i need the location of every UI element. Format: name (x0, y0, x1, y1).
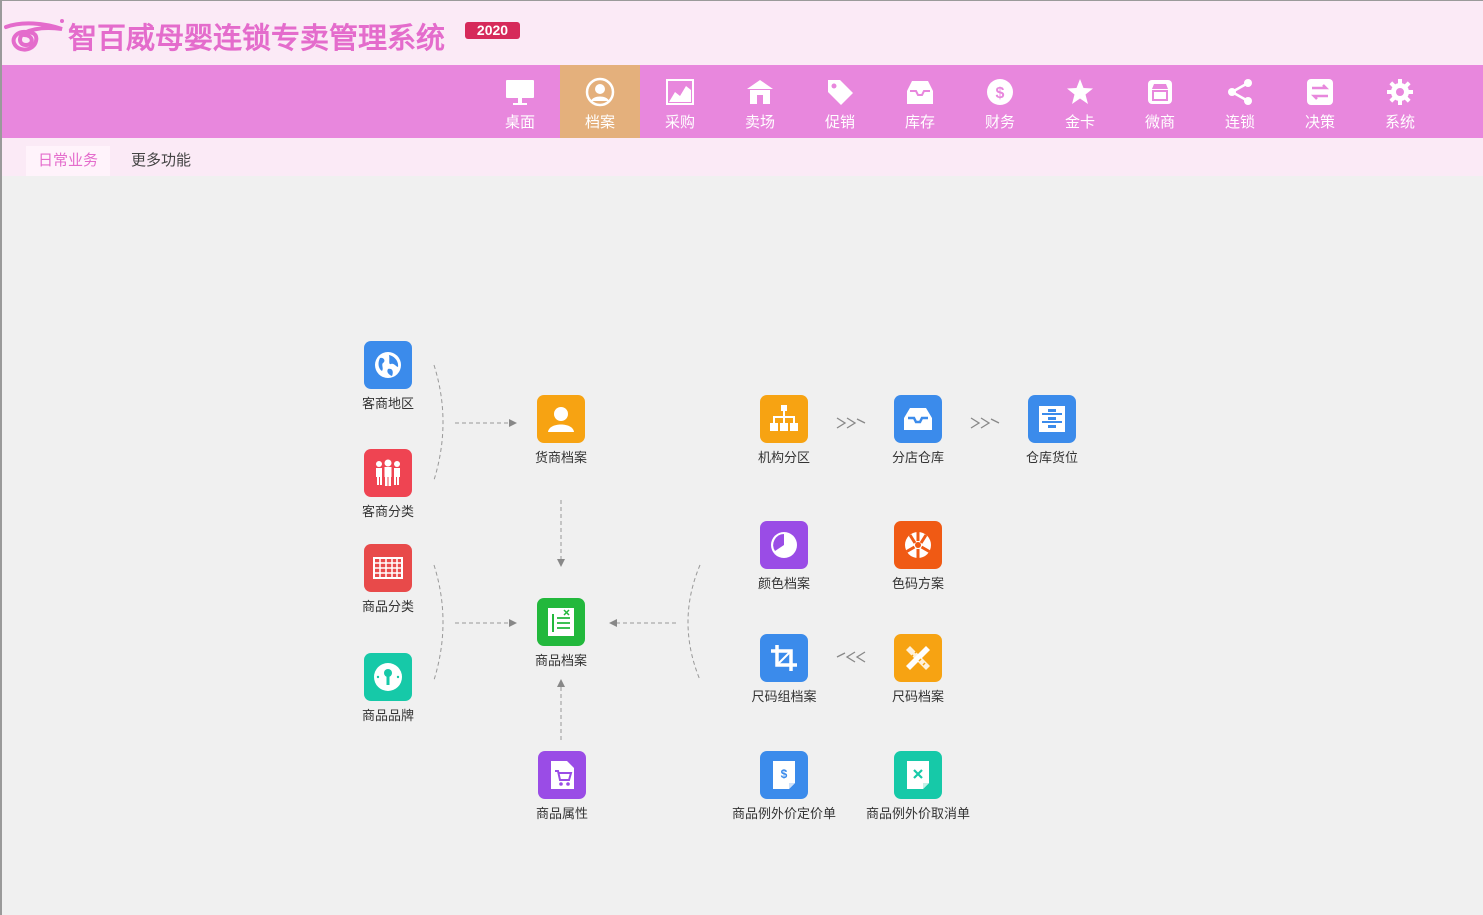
org-icon (760, 395, 808, 443)
crop-icon (760, 634, 808, 682)
aperture-icon (894, 521, 942, 569)
monitor-icon (506, 80, 534, 105)
tile-branch-warehouse[interactable]: 分店仓库 (858, 395, 978, 466)
user-circle-icon (585, 77, 615, 107)
nav-label: 微商 (1144, 113, 1175, 131)
gear-icon (1387, 79, 1413, 105)
svg-text:$: $ (781, 767, 788, 781)
grid-icon (364, 544, 412, 592)
tile-label: 仓库货位 (1025, 451, 1078, 466)
nav-label: 采购 (664, 113, 695, 131)
tile-warehouse-slot[interactable]: 仓库货位 (992, 395, 1112, 466)
tile-color-file[interactable]: 颜色档案 (724, 521, 844, 592)
nav-microshop[interactable]: 微商 (1120, 65, 1200, 138)
tile-supplier-file[interactable]: 货商档案 (501, 395, 621, 466)
nav-decision[interactable]: 决策 (1280, 65, 1360, 138)
tile-label: 商品品牌 (361, 709, 414, 724)
nav-label: 促销 (824, 113, 855, 131)
dollar-icon: $ (987, 79, 1013, 105)
tile-product-attribute[interactable]: 商品属性 (502, 751, 622, 822)
tile-size-file[interactable]: 尺码档案 (858, 634, 978, 705)
title-bar: 智百威母婴连锁专卖管理系统 2020 (2, 1, 1483, 65)
tile-label: 分店仓库 (891, 451, 944, 466)
tile-customer-region[interactable]: 客商地区 (328, 341, 448, 412)
nav-system[interactable]: 系统 (1360, 65, 1440, 138)
share-icon (1228, 79, 1252, 105)
star-icon (1067, 79, 1093, 104)
nav-label: 档案 (584, 113, 615, 131)
tile-exception-cancel[interactable]: 商品例外价取消单 (858, 751, 978, 822)
tile-label: 客商地区 (361, 397, 414, 412)
tile-product-file[interactable]: 商品档案 (501, 598, 621, 669)
tile-label: 尺码档案 (891, 690, 944, 705)
cabinet-icon (1028, 395, 1076, 443)
nav-promotion[interactable]: 促销 (800, 65, 880, 138)
tile-product-brand[interactable]: 商品品牌 (328, 653, 448, 724)
tile-label: 尺码组档案 (751, 690, 817, 705)
year-badge: 2020 (465, 22, 520, 39)
nav-label: 金卡 (1064, 113, 1095, 131)
tab-daily-business[interactable]: 日常业务 (26, 146, 111, 176)
nav-goldcard[interactable]: 金卡 (1040, 65, 1120, 138)
globe-icon (364, 341, 412, 389)
price-doc-icon: $ (760, 751, 808, 799)
nav-label: 系统 (1384, 113, 1415, 131)
tile-label: 颜色档案 (757, 577, 810, 592)
pie-icon (760, 521, 808, 569)
shop-icon (1148, 80, 1172, 104)
nav-chain[interactable]: 连锁 (1200, 65, 1280, 138)
tile-label: 机构分区 (757, 451, 810, 466)
tile-customer-category[interactable]: 客商分类 (328, 449, 448, 520)
tile-label: 商品属性 (535, 807, 588, 822)
tile-label: 商品例外价定价单 (731, 807, 836, 822)
tile-label: 商品例外价取消单 (865, 807, 970, 822)
tile-org-zone[interactable]: 机构分区 (724, 395, 844, 466)
tab-more-functions[interactable]: 更多功能 (131, 151, 192, 169)
nav-inventory[interactable]: 库存 (880, 65, 960, 138)
logo-icon (4, 19, 64, 52)
nav-label: 决策 (1304, 113, 1335, 131)
top-nav: 桌面 档案 采购 卖场 促销 库存 $ 财务 金卡 微商 连锁 决策 系 (2, 65, 1483, 138)
tile-exception-price[interactable]: $ 商品例外价定价单 (724, 751, 844, 822)
tile-color-size-plan[interactable]: 色码方案 (858, 521, 978, 592)
inbox-icon (907, 81, 933, 104)
tile-label: 客商分类 (361, 505, 414, 520)
nav-label: 卖场 (744, 113, 775, 131)
sub-tab-bar: 日常业务 更多功能 (2, 138, 1483, 176)
brand-icon (364, 653, 412, 701)
tray-icon (894, 395, 942, 443)
tile-label: 商品档案 (534, 654, 587, 669)
nav-finance[interactable]: $ 财务 (960, 65, 1040, 138)
svg-text:$: $ (996, 85, 1005, 102)
nav-purchase[interactable]: 采购 (640, 65, 720, 138)
nav-label: 财务 (984, 113, 1015, 131)
app-title: 智百威母婴连锁专卖管理系统 (68, 21, 446, 55)
cancel-doc-icon (894, 751, 942, 799)
product-icon (537, 598, 585, 646)
pencil-ruler-icon (894, 634, 942, 682)
nav-label: 连锁 (1224, 113, 1255, 131)
people-icon (364, 449, 412, 497)
tile-size-group-file[interactable]: 尺码组档案 (724, 634, 844, 705)
nav-store[interactable]: 卖场 (720, 65, 800, 138)
chart-icon (666, 79, 694, 105)
nav-label: 桌面 (504, 113, 535, 131)
nav-label: 库存 (904, 113, 935, 131)
person-icon (537, 395, 585, 443)
nav-archive[interactable]: 档案 (560, 65, 640, 138)
tile-product-category[interactable]: 商品分类 (328, 544, 448, 615)
tile-label: 货商档案 (534, 451, 587, 466)
cart-icon (538, 751, 586, 799)
store-icon (747, 80, 773, 104)
tile-label: 色码方案 (891, 577, 944, 592)
tile-label: 商品分类 (361, 600, 414, 615)
swap-icon (1307, 79, 1333, 105)
tag-icon (828, 80, 853, 105)
nav-desktop[interactable]: 桌面 (480, 65, 560, 138)
